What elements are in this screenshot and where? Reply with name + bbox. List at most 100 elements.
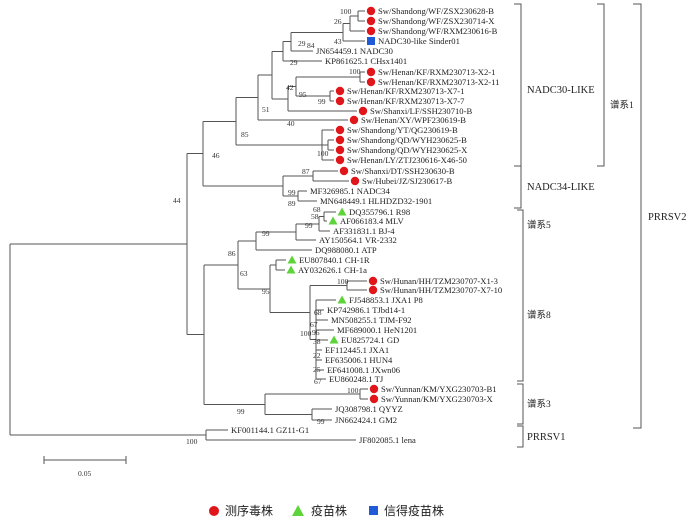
leaf-label: JQ308798.1 QYYZ <box>335 404 403 414</box>
leaf-label: Sw/Shanxi/DT/SSH230630-B <box>351 166 455 176</box>
leaf-marker-xindeyi <box>367 37 375 45</box>
leaf-marker-sequenced <box>335 155 345 165</box>
bootstrap-value: 100 <box>340 7 352 16</box>
bootstrap-value: 44 <box>173 196 181 205</box>
leaf-marker-vaccine <box>337 295 347 304</box>
bootstrap-value: 42 <box>286 83 294 92</box>
bootstrap-value: 100 <box>186 437 198 446</box>
lineage-label-1: 谱系1 <box>610 99 634 111</box>
bootstrap-value: 29 <box>298 39 306 48</box>
leaf-label: MF689000.1 HeN1201 <box>337 325 417 335</box>
legend-vaccine-label: 疫苗株 <box>311 503 347 518</box>
lineage-label-3: 谱系3 <box>527 398 551 410</box>
bootstrap-value: 99 <box>318 97 326 106</box>
bootstrap-value: 100 <box>300 329 312 338</box>
bootstrap-value: 86 <box>228 249 236 258</box>
bootstrap-value: 26 <box>334 17 342 26</box>
bootstrap-value: 22 <box>313 351 321 360</box>
leaf-labels: Sw/Shandong/WF/ZSX230628-BSw/Shandong/WF… <box>231 6 502 445</box>
legend: 测序毒株 疫苗株 信得疫苗株 <box>209 503 444 518</box>
leaf-label: Sw/Henan/XY/WPF230619-B <box>361 115 466 125</box>
leaf-label: Sw/Henan/KF/RXM230713-X2-11 <box>378 77 499 87</box>
bootstrap-value: 43 <box>334 37 342 46</box>
leaf-marker-sequenced <box>366 26 376 36</box>
lineage-label-8: 谱系8 <box>527 309 551 321</box>
leaf-label: Sw/Hunan/HH/TZM230707-X1-3 <box>380 276 498 286</box>
leaf-marker-sequenced <box>366 67 376 77</box>
bootstrap-value: 99 <box>262 229 270 238</box>
bootstrap-value: 67 <box>314 377 322 386</box>
leaf-label: Sw/Shandong/WF/ZSX230714-X <box>378 16 495 26</box>
leaf-marker-sequenced <box>349 115 359 125</box>
leaf-label: EU807840.1 CH-1R <box>299 255 370 265</box>
bootstrap-value: 99 <box>237 407 245 416</box>
group-label-prrsv1: PRRSV1 <box>527 432 566 443</box>
bootstrap-value: 99 <box>288 188 296 197</box>
group-label-nadc34-like: NADC34-LIKE <box>527 182 595 193</box>
leaf-marker-sequenced <box>335 86 345 96</box>
legend-xindeyi-label: 信得疫苗株 <box>384 503 444 518</box>
tree-branches <box>9 10 368 441</box>
legend-sequenced-label: 测序毒株 <box>225 503 273 518</box>
leaf-label: JF802085.1 lena <box>359 435 416 445</box>
leaf-marker-sequenced <box>369 384 379 394</box>
leaf-label: Sw/Hubei/JZ/SJ230617-B <box>362 176 453 186</box>
leaf-label: MN648449.1 HLHDZD32-1901 <box>320 196 432 206</box>
bootstrap-value: 100 <box>337 277 349 286</box>
leaf-marker-sequenced <box>335 135 345 145</box>
leaf-marker-sequenced <box>335 125 345 135</box>
bootstrap-value: 96 <box>312 328 320 337</box>
bootstrap-value: 95 <box>262 287 270 296</box>
leaf-label: MF326985.1 NADC34 <box>310 186 390 196</box>
bootstrap-value: 67 <box>310 320 318 329</box>
leaf-markers <box>286 6 379 404</box>
bootstrap-value: 40 <box>287 119 295 128</box>
leaf-label: Sw/Shandong/QD/WYH230625-X <box>347 145 468 155</box>
bootstrap-value: 100 <box>317 149 329 158</box>
bootstrap-value: 85 <box>241 130 249 139</box>
lineage-label-5: 谱系5 <box>527 219 551 231</box>
scale-bar: 0.05 <box>43 456 127 478</box>
leaf-label: Sw/Hunan/HH/TZM230707-X7-10 <box>380 285 502 295</box>
legend-sequenced-marker <box>209 506 219 516</box>
leaf-label: Sw/Shandong/WF/RXM230616-B <box>378 26 498 36</box>
bootstrap-value: 87 <box>302 167 310 176</box>
leaf-label: EF635006.1 HUN4 <box>325 355 393 365</box>
leaf-label: KP742986.1 TJbd14-1 <box>327 305 405 315</box>
leaf-label: JN662424.1 GM2 <box>335 415 397 425</box>
bootstrap-value: 29 <box>290 58 298 67</box>
leaf-marker-sequenced <box>358 106 368 116</box>
leaf-label: Sw/Yunnan/KM/YXG230703-X <box>381 394 494 404</box>
leaf-label: AF331831.1 BJ-4 <box>333 226 395 236</box>
group-label-nadc30-like: NADC30-LIKE <box>527 85 595 96</box>
leaf-label: Sw/Shandong/WF/ZSX230628-B <box>378 6 494 16</box>
leaf-marker-sequenced <box>335 145 345 155</box>
legend-vaccine-marker <box>292 505 304 516</box>
leaf-label: EF641008.1 JXwn06 <box>327 365 401 375</box>
bootstrap-value: 95 <box>299 90 307 99</box>
leaf-label: NADC30-like Sinder01 <box>378 36 460 46</box>
bootstrap-value: 84 <box>307 41 315 50</box>
bootstrap-value: 100 <box>347 386 359 395</box>
leaf-marker-vaccine <box>329 335 339 344</box>
leaf-label: DQ355796.1 R98 <box>349 207 410 217</box>
leaf-marker-vaccine <box>286 265 296 274</box>
leaf-label: Sw/Yunnan/KM/YXG230703-B1 <box>381 384 497 394</box>
leaf-marker-sequenced <box>350 176 360 186</box>
leaf-label: KF001144.1 GZ11-G1 <box>231 425 309 435</box>
leaf-label: EF112445.1 JXA1 <box>325 345 389 355</box>
leaf-label: Sw/Henan/KF/RXM230713-X7-7 <box>347 96 465 106</box>
leaf-label: AF066183.4 MLV <box>340 216 404 226</box>
bootstrap-value: 58 <box>311 212 319 221</box>
leaf-marker-sequenced <box>366 16 376 26</box>
bootstrap-value: 63 <box>240 269 248 278</box>
bootstrap-value: 38 <box>313 337 321 346</box>
leaf-marker-sequenced <box>368 276 378 286</box>
bootstrap-value: 46 <box>212 151 220 160</box>
leaf-marker-sequenced <box>368 285 378 295</box>
leaf-label: AY032626.1 CH-1a <box>298 265 367 275</box>
leaf-label: Sw/Henan/KF/RXM230713-X2-1 <box>378 67 495 77</box>
leaf-label: Sw/Shandong/YT/QG230619-B <box>347 125 458 135</box>
